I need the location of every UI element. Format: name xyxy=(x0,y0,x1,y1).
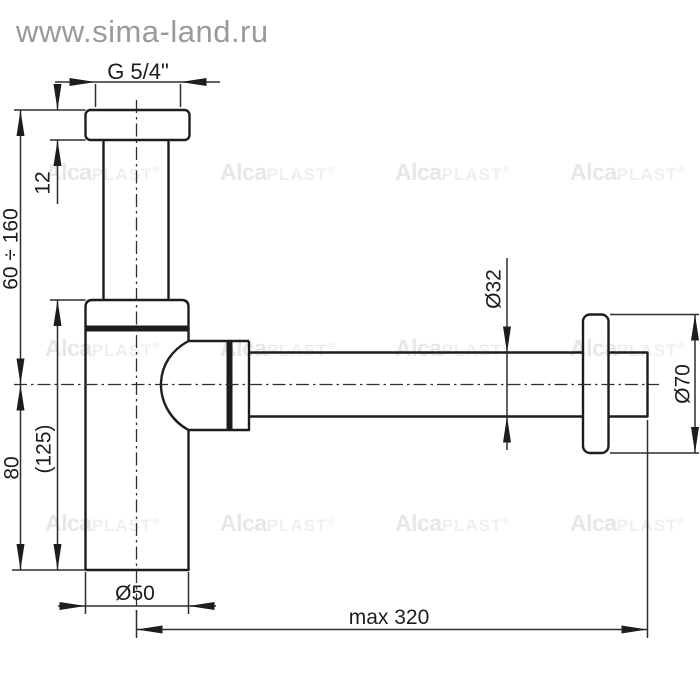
inlet-pipe xyxy=(102,140,170,300)
dimension-inlet-height: 60 ÷ 160 xyxy=(0,109,86,385)
arrow-left-icon xyxy=(136,625,163,634)
nut-height-label: 12 xyxy=(31,171,54,194)
pipe-diameter-label: Ø32 xyxy=(482,269,505,309)
arrow-down-icon xyxy=(53,544,62,570)
arrow-right-icon xyxy=(59,602,86,610)
outlet-pipe xyxy=(249,351,583,418)
arrow-left-icon xyxy=(180,78,207,86)
max-length-label: max 320 xyxy=(349,606,430,629)
thread-label: G 5/4" xyxy=(107,59,169,84)
brand-watermark: AlcaPLAST® xyxy=(395,510,510,536)
brand-watermark: AlcaPLAST® xyxy=(395,159,510,185)
inlet-nut xyxy=(84,108,191,142)
dimension-body-height: (125) xyxy=(32,299,86,570)
brand-watermark: AlcaPLAST® xyxy=(220,335,335,361)
arrow-down-icon xyxy=(503,326,511,353)
site-watermark: www.sima-land.ru xyxy=(15,14,269,49)
arrow-up-icon xyxy=(503,416,511,443)
brand-watermark: AlcaPLAST® xyxy=(220,159,335,185)
arrow-down-icon xyxy=(691,427,699,453)
arrow-right-icon xyxy=(621,625,648,634)
arrow-down-icon xyxy=(16,544,25,570)
outlet-height-label: 80 xyxy=(0,456,23,479)
brand-watermark: AlcaPLAST® xyxy=(395,335,510,361)
brand-watermark: AlcaPLAST® xyxy=(570,159,685,185)
siphon-part xyxy=(84,108,649,572)
body-diameter-label: Ø50 xyxy=(115,582,155,605)
extension-lines xyxy=(135,420,649,638)
dimension-nut-height: 12 xyxy=(31,84,86,204)
brand-watermark: AlcaPLAST® xyxy=(45,510,160,536)
arrow-up-icon xyxy=(691,314,699,341)
extension-lines xyxy=(84,572,190,614)
dimension-outlet-height: 80 xyxy=(0,384,86,571)
brand-watermark: AlcaPLAST® xyxy=(45,335,160,361)
arrow-down-icon xyxy=(16,358,25,385)
brand-watermark: AlcaPLAST® xyxy=(570,510,685,536)
outlet-pipe-end xyxy=(608,351,649,418)
arrow-right-icon xyxy=(69,78,96,86)
inlet-height-label: 60 ÷ 160 xyxy=(0,208,22,290)
brand-watermark: AlcaPLAST® xyxy=(220,510,335,536)
dimension-body-diameter: Ø50 xyxy=(58,572,216,614)
dimension-flange-diameter: Ø70 xyxy=(610,313,699,454)
brand-watermark: AlcaPLAST® xyxy=(570,335,685,361)
flange-diameter-label: Ø70 xyxy=(671,364,694,404)
arrow-up-icon xyxy=(53,140,62,166)
extension-lines xyxy=(94,84,182,107)
body-height-label: (125) xyxy=(32,424,55,473)
arrow-up-icon xyxy=(16,384,25,411)
arrow-down-icon xyxy=(53,84,62,110)
extension-lines xyxy=(610,313,699,454)
arrow-up-icon xyxy=(16,110,25,136)
brand-watermark-grid: AlcaPLAST® AlcaPLAST® AlcaPLAST® AlcaPLA… xyxy=(45,159,686,536)
dimension-thread: G 5/4" xyxy=(55,59,220,107)
arrow-up-icon xyxy=(53,300,62,326)
dimension-pipe-diameter: Ø32 xyxy=(482,258,511,450)
centerlines xyxy=(14,100,659,612)
dimension-max-length: max 320 xyxy=(135,420,649,638)
wall-flange xyxy=(581,313,610,455)
arrow-left-icon xyxy=(188,602,215,610)
